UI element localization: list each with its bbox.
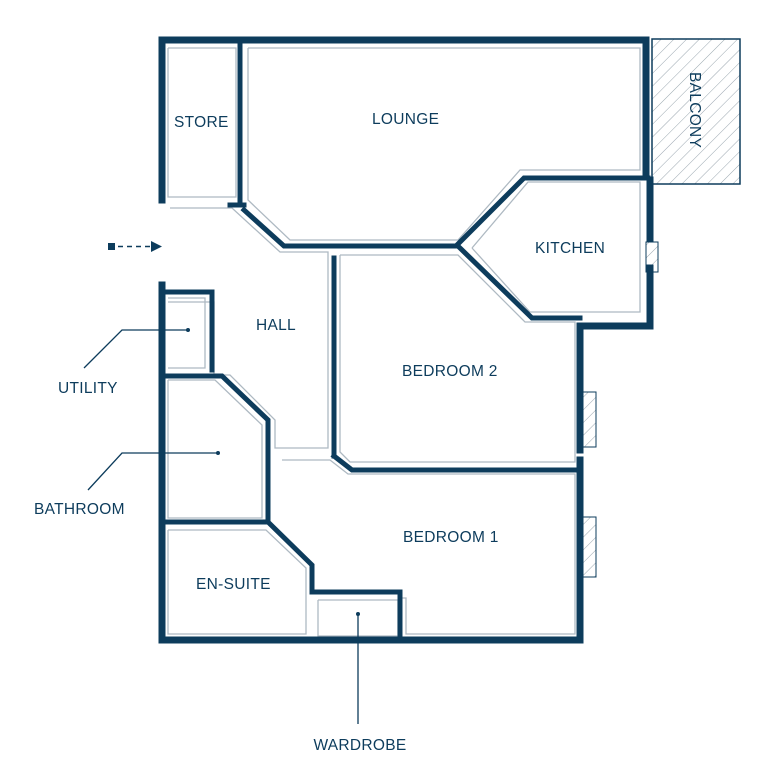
- callout-label-wardrobe: WARDROBE: [313, 737, 406, 754]
- entrance-arrow-icon: [108, 241, 162, 252]
- bedroom1-window: [581, 516, 597, 578]
- bedroom2-window: [581, 391, 597, 448]
- balcony: [651, 38, 741, 185]
- room-label-lounge: LOUNGE: [372, 111, 439, 128]
- callout-label-bathroom: BATHROOM: [34, 501, 125, 518]
- utility-callout: [83, 328, 190, 369]
- room-label-en-suite: EN-SUITE: [196, 576, 271, 593]
- room-label-bedroom2: BEDROOM 2: [402, 363, 498, 380]
- room-label-hall: HALL: [256, 317, 296, 334]
- room-label-store: STORE: [174, 114, 229, 131]
- callout-label-utility: UTILITY: [58, 380, 118, 397]
- wardrobe-callout: [356, 612, 360, 724]
- room-label-balcony: BALCONY: [686, 72, 703, 148]
- walls: [158, 36, 654, 644]
- room-label-kitchen: KITCHEN: [535, 240, 605, 257]
- room-label-bedroom1: BEDROOM 1: [403, 529, 499, 546]
- bathroom-callout: [87, 451, 220, 491]
